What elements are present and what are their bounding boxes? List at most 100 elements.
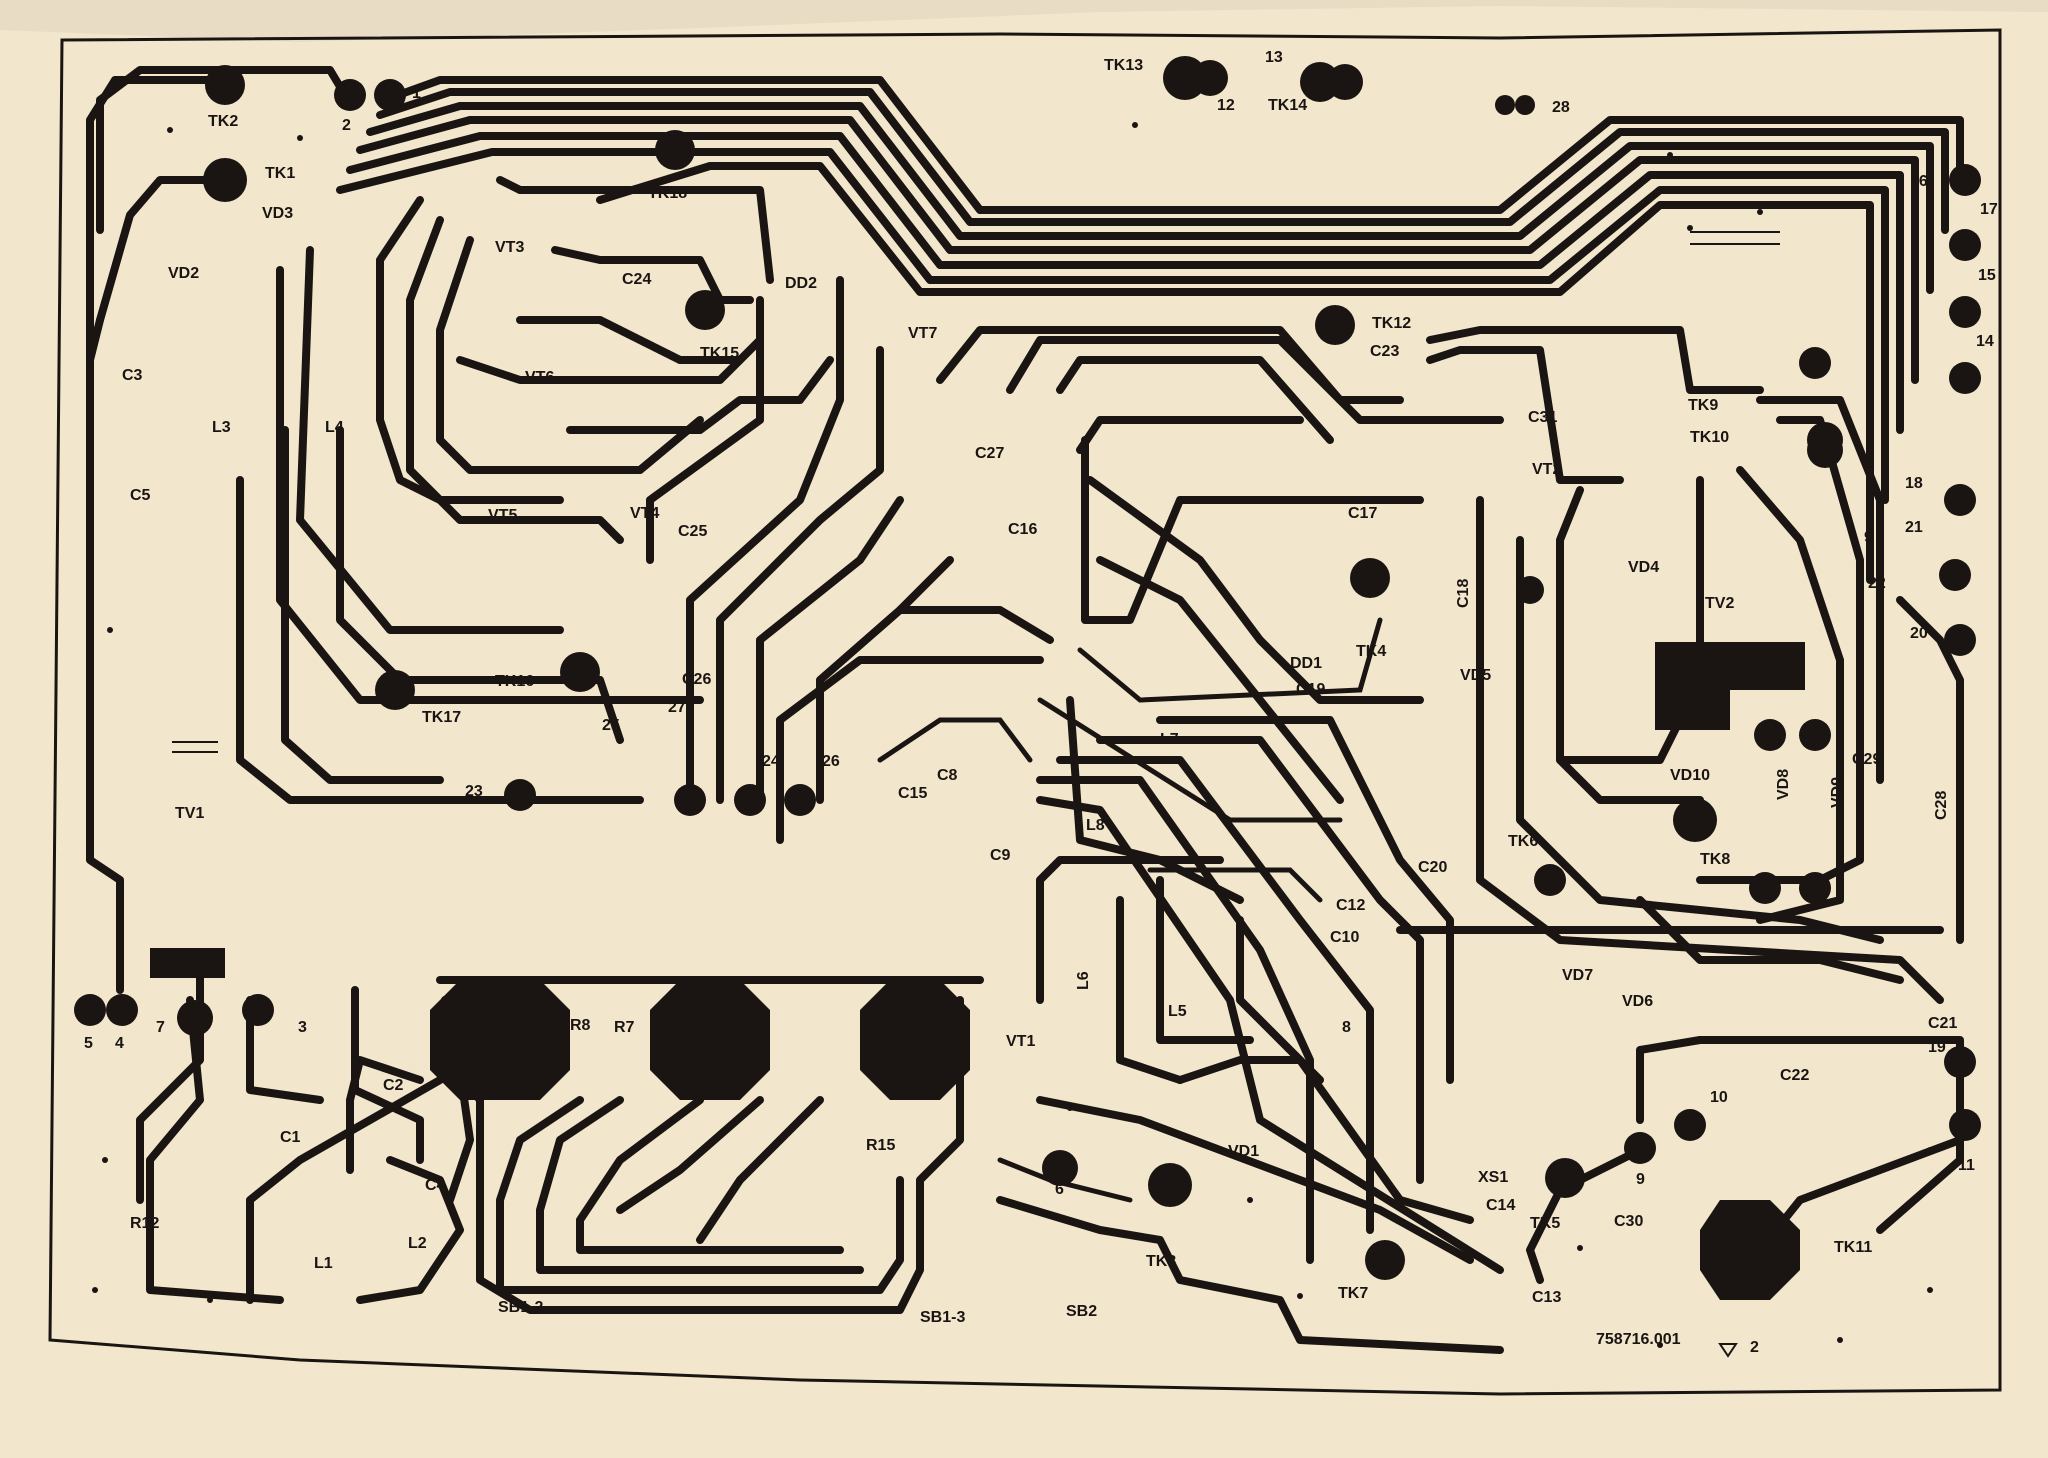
pad (177, 1000, 213, 1036)
label-c28: C28 (1933, 791, 1950, 820)
label-c29: C29 (1852, 751, 1881, 768)
via (1687, 225, 1693, 231)
label-c23: C23 (1370, 343, 1399, 360)
label-vd1: VD1 (1228, 1143, 1259, 1160)
via (1667, 152, 1673, 158)
label-c1: C1 (280, 1129, 301, 1146)
pad (1749, 872, 1781, 904)
via (1067, 1105, 1073, 1111)
trace (1696, 416, 1864, 884)
trace (896, 606, 1054, 644)
label-n9b: 9 (1636, 1171, 1645, 1188)
pad (1327, 64, 1363, 100)
trace (756, 496, 904, 804)
label-part_no: 758716.001 (1596, 1331, 1681, 1348)
label-tk4: TK4 (1356, 643, 1386, 660)
label-dd2: DD2 (785, 275, 817, 292)
pad (1673, 798, 1717, 842)
trace (996, 1196, 1504, 1354)
trace (1736, 466, 1844, 924)
pad (1949, 164, 1981, 196)
trace (776, 656, 1044, 844)
label-c8: C8 (937, 767, 958, 784)
trace (276, 266, 704, 704)
pad (1944, 624, 1976, 656)
pad (655, 130, 695, 170)
label-n6: 6 (1055, 1181, 1064, 1198)
triangle-down-icon (1718, 1343, 1738, 1358)
trace (436, 236, 704, 474)
label-n16: 16 (1910, 173, 1928, 190)
label-n23: 23 (465, 783, 483, 800)
trace (1036, 856, 1224, 1004)
label-tk5: TK5 (1530, 1215, 1560, 1232)
label-vd4: VD4 (1628, 559, 1659, 576)
label-tk7: TK7 (1338, 1285, 1368, 1302)
trace (1476, 496, 1944, 1004)
trace (356, 116, 1919, 384)
trace (1096, 736, 1424, 1184)
pad (560, 652, 600, 692)
trace (1526, 1146, 1644, 1284)
trace (281, 426, 444, 784)
label-c16: C16 (1008, 521, 1037, 538)
pad (1949, 1109, 1981, 1141)
label-n1: 1 (412, 85, 421, 102)
via (1927, 1287, 1933, 1293)
pad (1315, 305, 1355, 345)
label-r8: R8 (570, 1017, 591, 1034)
pad (1799, 872, 1831, 904)
label-c13: C13 (1532, 1289, 1561, 1306)
label-sb2: SB2 (1066, 1303, 1097, 1320)
label-n3: 3 (298, 1019, 307, 1036)
trace (1156, 716, 1454, 1084)
label-tv2: TV2 (1705, 595, 1734, 612)
label-tk15: TK15 (700, 345, 739, 362)
label-tk8: TK8 (1700, 851, 1730, 868)
label-n12: 12 (1217, 97, 1235, 114)
label-tv1: TV1 (175, 805, 204, 822)
pad (1192, 60, 1228, 96)
label-c2: C2 (383, 1077, 404, 1094)
label-vt3: VT3 (495, 239, 524, 256)
label-c5: C5 (130, 487, 151, 504)
octagon-pad-vt1 (860, 980, 970, 1100)
label-n19: 19 (1928, 1039, 1946, 1056)
label-c24: C24 (622, 271, 651, 288)
pad (375, 670, 415, 710)
label-dd1: DD1 (1290, 655, 1322, 672)
via (1297, 1293, 1303, 1299)
label-vd10: VD10 (1670, 767, 1710, 784)
trace (1056, 356, 1334, 444)
label-n25: 25 (602, 717, 620, 734)
label-l3: L3 (212, 419, 231, 436)
vias (92, 122, 1933, 1348)
trace (1426, 326, 1764, 394)
trace (551, 246, 754, 304)
label-n14: 14 (1976, 333, 1994, 350)
trace (1036, 1096, 1474, 1264)
pad (1515, 95, 1535, 115)
label-vd5: VD5 (1460, 667, 1491, 684)
via (1757, 209, 1763, 215)
trace (236, 476, 644, 804)
trace (716, 346, 884, 804)
trace (1096, 556, 1344, 804)
label-tk2: TK2 (208, 113, 238, 130)
label-vd8: VD8 (1775, 769, 1792, 800)
label-tk10: TK10 (1690, 429, 1729, 446)
label-l2: L2 (408, 1235, 427, 1252)
trace (1426, 346, 1624, 484)
label-tk6: TK6 (1508, 833, 1538, 850)
label-n11: 11 (1958, 1157, 1975, 1174)
pad (1495, 95, 1515, 115)
trace (356, 1156, 464, 1304)
trace (1147, 867, 1323, 903)
trace (1116, 896, 1184, 1084)
trace (646, 296, 764, 564)
label-c22: C22 (1780, 1067, 1809, 1084)
trace (516, 316, 744, 364)
octagon-pad-r7 (650, 980, 770, 1100)
